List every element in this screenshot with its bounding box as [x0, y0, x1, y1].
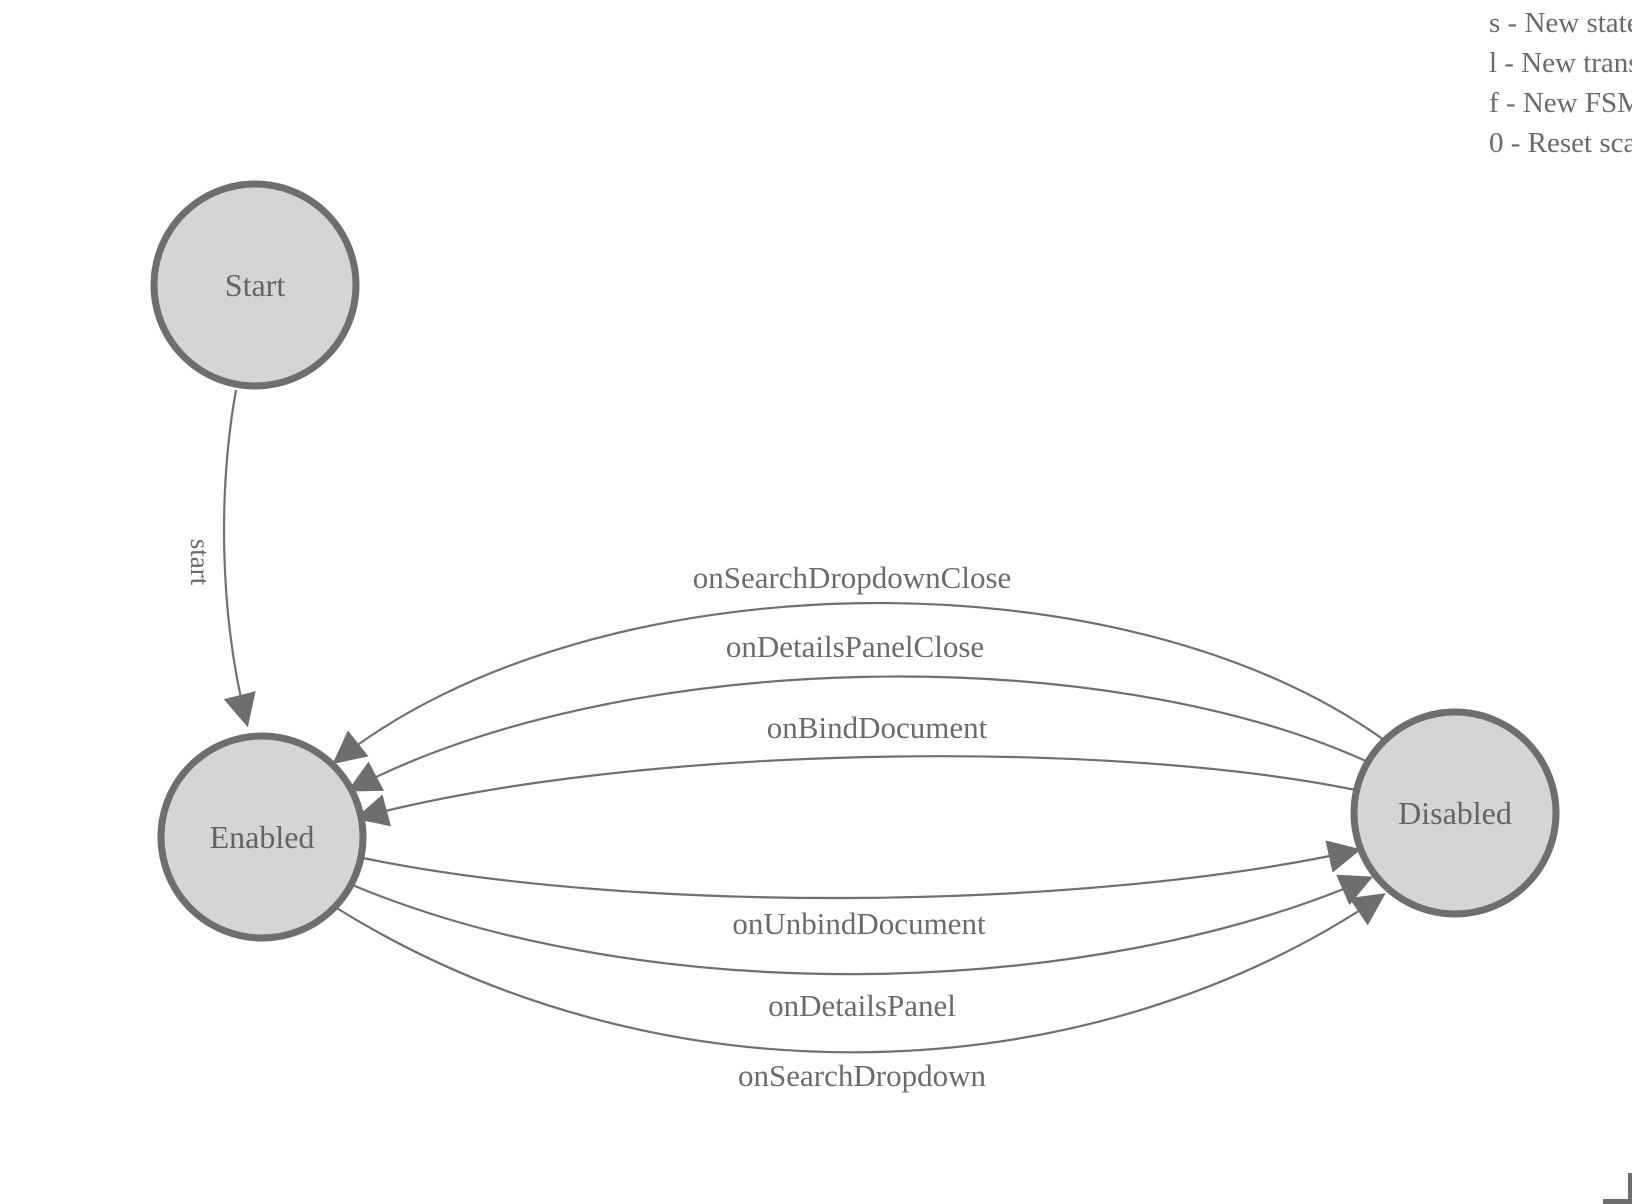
offscreen-box-corner	[1603, 1173, 1632, 1204]
transition-onSearchDropdownClose-label: onSearchDropdownClose	[693, 560, 1012, 595]
transition-onSearchDropdown[interactable]: onSearchDropdown	[334, 893, 1386, 1093]
offscreen-box-corner-horizontal-bar	[1603, 1199, 1632, 1204]
transition-onUnbindDocument-label: onUnbindDocument	[732, 906, 986, 941]
transition-onDetailsPanelClose-path[interactable]	[347, 675, 1369, 792]
transition-onDetailsPanel-path[interactable]	[349, 874, 1374, 976]
transition-onUnbindDocument-path[interactable]	[362, 840, 1362, 900]
legend-line-reset-scale: 0 - Reset scale	[1489, 127, 1632, 159]
transition-onDetailsPanelClose[interactable]: onDetailsPanelClose	[347, 629, 1369, 792]
transition-onDetailsPanelClose-label: onDetailsPanelClose	[726, 629, 984, 664]
shortcut-legend: s - New state l - New transition f - New…	[1489, 3, 1632, 163]
legend-line-new-transition: l - New transition	[1489, 47, 1632, 79]
transition-onDetailsPanel[interactable]: onDetailsPanel	[349, 874, 1374, 1023]
transition-start-label: start	[185, 539, 215, 586]
state-label-start: Start	[225, 267, 286, 303]
transition-onSearchDropdown-label: onSearchDropdown	[738, 1058, 986, 1093]
state-label-enabled: Enabled	[210, 819, 315, 855]
transition-onSearchDropdownClose[interactable]: onSearchDropdownClose	[332, 560, 1385, 765]
legend-line-new-state: s - New state	[1489, 7, 1632, 39]
transition-onSearchDropdown-path[interactable]	[334, 893, 1386, 1054]
transition-onBindDocument-path[interactable]	[354, 755, 1357, 827]
state-node-enabled[interactable]: Enabled	[157, 732, 367, 942]
state-circle-enabled[interactable]	[157, 732, 367, 942]
transition-onBindDocument[interactable]: onBindDocument	[354, 710, 1357, 827]
transition-start-path[interactable]	[222, 389, 256, 728]
state-circle-start[interactable]	[150, 180, 360, 390]
transition-onDetailsPanel-label: onDetailsPanel	[768, 988, 956, 1023]
transition-onBindDocument-label: onBindDocument	[767, 710, 988, 745]
state-node-start[interactable]: Start	[150, 180, 360, 390]
offscreen-box-corner-vertical-bar	[1628, 1173, 1632, 1204]
state-circle-disabled[interactable]	[1350, 708, 1560, 918]
legend-line-new-fsm: f - New FSM	[1489, 87, 1632, 119]
state-node-disabled[interactable]: Disabled	[1350, 708, 1560, 918]
transition-start[interactable]: start	[185, 389, 256, 728]
state-label-disabled: Disabled	[1398, 795, 1512, 831]
transition-onUnbindDocument[interactable]: onUnbindDocument	[362, 840, 1362, 941]
transition-onSearchDropdownClose-path[interactable]	[332, 601, 1385, 765]
